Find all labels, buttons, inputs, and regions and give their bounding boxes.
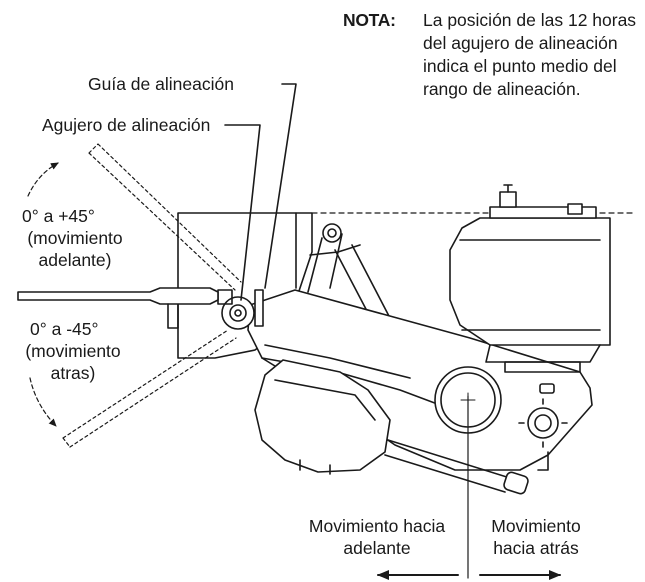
backward-movement-label: Movimiento hacia atrás (491, 516, 581, 558)
guide-leader (264, 83, 297, 289)
alignment-hole-label: Agujero de alineación (42, 115, 211, 135)
backward-range-desc: (movimiento atras) (25, 341, 121, 383)
forward-range-desc: (movimiento adelante) (27, 228, 123, 270)
forward-arc (27, 162, 59, 197)
hole-leader (224, 124, 261, 301)
note-text: La posición de las 12 horas del agujero … (423, 10, 637, 99)
alignment-pivot (217, 289, 264, 330)
air-spring (449, 184, 611, 373)
actuator-rod (384, 439, 529, 495)
note-label: NOTA: (343, 10, 396, 30)
brake-chamber (254, 359, 391, 475)
tool-backward-position (62, 329, 237, 448)
tool-forward-position (88, 143, 242, 291)
brake-bracket (518, 383, 568, 471)
alignment-tool (17, 287, 219, 329)
forward-range-label: 0° a +45° (22, 206, 95, 226)
backward-arc (29, 377, 57, 427)
backward-range-label: 0° a -45° (30, 319, 99, 339)
forward-movement-label: Movimiento hacia adelante (308, 516, 446, 558)
alignment-guide-label: Guía de alineación (88, 74, 234, 94)
